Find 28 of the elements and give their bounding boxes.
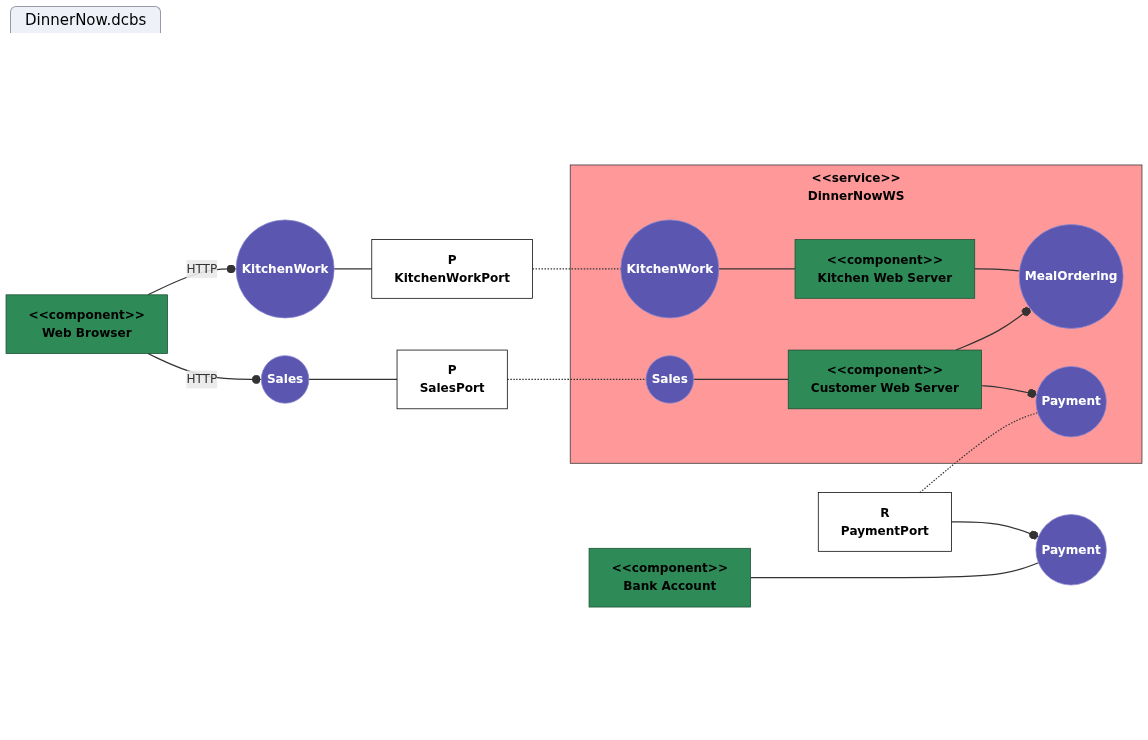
connector — [950, 521, 1039, 540]
connector — [531, 268, 622, 270]
connector — [980, 385, 1038, 399]
node-circle: Payment — [1035, 514, 1107, 586]
node-box: <<component>> Kitchen Web Server — [794, 239, 976, 299]
connector — [718, 268, 796, 270]
node-circle: Payment — [1035, 366, 1107, 438]
node-box: P KitchenWorkPort — [371, 239, 533, 299]
node-circle: Sales — [260, 355, 310, 404]
connector — [693, 378, 789, 381]
edge-label: HTTP — [186, 371, 218, 387]
node-box: <<component>> Bank Account — [588, 547, 751, 608]
file-tab: DinnerNow.dcbs — [10, 6, 162, 33]
connector — [333, 268, 373, 270]
connector — [974, 268, 1021, 272]
node-box: <<component>> Web Browser — [5, 294, 168, 354]
node-circle: Sales — [645, 355, 694, 404]
node-box: <<component>> Customer Web Server — [787, 349, 982, 410]
connector — [750, 562, 1039, 579]
edge-label: HTTP — [186, 261, 218, 276]
node-box: P SalesPort — [396, 349, 508, 410]
connector — [955, 306, 1031, 351]
node-circle: KitchenWork — [620, 219, 720, 319]
node-circle: KitchenWork — [235, 219, 335, 319]
node-circle: MealOrdering — [1018, 224, 1124, 329]
connector — [308, 378, 398, 381]
connector — [919, 412, 1039, 494]
node-box: R PaymentPort — [817, 492, 952, 552]
